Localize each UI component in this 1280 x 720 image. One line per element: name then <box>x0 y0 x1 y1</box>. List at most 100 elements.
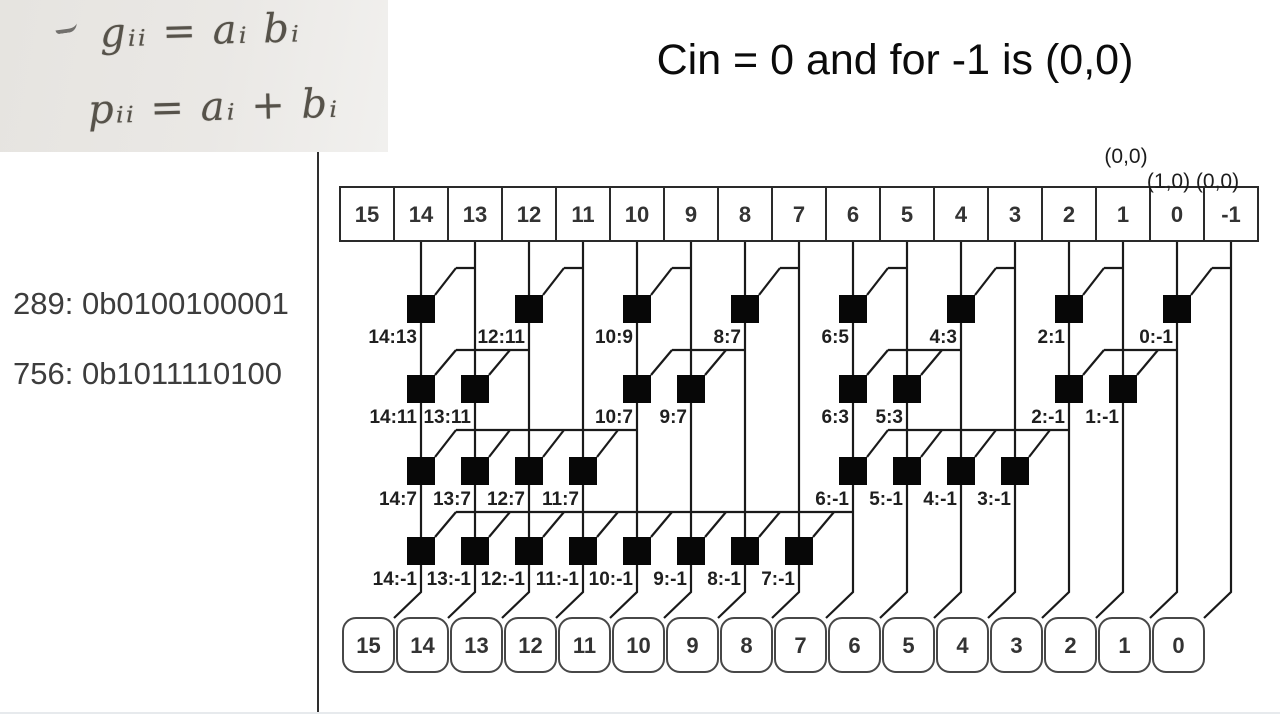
output-box-13 <box>450 617 503 673</box>
prefix-node-12:11 <box>515 295 543 323</box>
tap-diagonal-12:11 <box>542 267 565 296</box>
prefix-node-12:7 <box>515 457 543 485</box>
tap-diagonal-9:7 <box>704 349 727 376</box>
output-box-label-4: 4 <box>956 633 969 658</box>
prefix-node-label-14:-1: 14:-1 <box>373 569 418 590</box>
wire-bit-1 <box>1095 241 1125 619</box>
wire-bit-9 <box>663 241 693 619</box>
wire-bit--1 <box>1203 241 1233 619</box>
vertical-divider <box>317 152 319 712</box>
wire-bit-6 <box>825 241 855 619</box>
output-box-label-3: 3 <box>1010 633 1022 658</box>
tap-diagonal-10:-1 <box>650 511 673 538</box>
top-box-6 <box>825 186 881 242</box>
output-box-6 <box>828 617 881 673</box>
tap-diagonal-1:-1 <box>1136 349 1159 376</box>
prefix-node-13:7 <box>461 457 489 485</box>
prefix-node-9:7 <box>677 375 705 403</box>
prefix-node-2:1 <box>1055 295 1083 323</box>
prefix-node-6:-1 <box>839 457 867 485</box>
top-box-label-4: 4 <box>955 202 968 227</box>
tap-diagonal-6:-1 <box>866 429 889 458</box>
top-box-11 <box>555 186 611 242</box>
prefix-node-label-12:-1: 12:-1 <box>481 569 526 590</box>
output-box-label-6: 6 <box>848 633 860 658</box>
output-box-12 <box>504 617 557 673</box>
top-box-label-12: 12 <box>517 202 541 227</box>
output-box-label-0: 0 <box>1172 633 1184 658</box>
top-box-label-2: 2 <box>1063 202 1075 227</box>
carry-annotation-1: (1,0) (0,0) <box>1147 170 1239 193</box>
output-box-11 <box>558 617 611 673</box>
bottom-hairline <box>0 712 1280 714</box>
prefix-node-label-14:7: 14:7 <box>379 489 417 510</box>
prefix-node-10:7 <box>623 375 651 403</box>
top-box-label-7: 7 <box>793 202 805 227</box>
tap-diagonal-5:-1 <box>920 429 943 458</box>
prefix-node-label-13:11: 13:11 <box>423 407 471 428</box>
prefix-node-label-12:11: 12:11 <box>477 327 525 348</box>
prefix-node-10:-1 <box>623 537 651 565</box>
top-box-label-14: 14 <box>409 202 434 227</box>
binary-value-756: 756: 0b1011110100 <box>13 356 282 391</box>
tap-diagonal-8:7 <box>758 267 781 296</box>
top-box-9 <box>663 186 719 242</box>
output-box-label-5: 5 <box>902 633 914 658</box>
prefix-node-4:3 <box>947 295 975 323</box>
wire-bit-8 <box>717 241 747 619</box>
output-box-7 <box>774 617 827 673</box>
prefix-node-label-9:7: 9:7 <box>660 407 687 428</box>
tap-diagonal-12:7 <box>542 429 565 458</box>
output-box-9 <box>666 617 719 673</box>
prefix-node-9:-1 <box>677 537 705 565</box>
wire-bit-2 <box>1041 241 1071 619</box>
prefix-node-5:3 <box>893 375 921 403</box>
tap-diagonal-14:11 <box>434 349 457 376</box>
prefix-node-6:3 <box>839 375 867 403</box>
top-box-label-10: 10 <box>625 202 649 227</box>
top-box-label-1: 1 <box>1117 202 1129 227</box>
tap-diagonal-13:7 <box>488 429 511 458</box>
top-box-label-8: 8 <box>739 202 751 227</box>
wire-bit-11 <box>555 241 585 619</box>
prefix-node-label-2:1: 2:1 <box>1038 327 1066 348</box>
tap-diagonal-13:-1 <box>488 511 511 538</box>
tap-diagonal-2:-1 <box>1082 349 1105 376</box>
wire-bit-0 <box>1149 241 1179 619</box>
prefix-node-label-12:7: 12:7 <box>487 489 525 510</box>
prefix-node-label-14:11: 14:11 <box>369 407 417 428</box>
prefix-node-5:-1 <box>893 457 921 485</box>
top-box-8 <box>717 186 773 242</box>
prefix-node-0:-1 <box>1163 295 1191 323</box>
tap-diagonal-12:-1 <box>542 511 565 538</box>
prefix-node-label-3:-1: 3:-1 <box>977 489 1011 510</box>
top-box-label-6: 6 <box>847 202 859 227</box>
prefix-node-label-0:-1: 0:-1 <box>1139 327 1173 348</box>
tap-diagonal-2:1 <box>1082 267 1105 296</box>
tap-diagonal-3:-1 <box>1028 429 1051 458</box>
prefix-node-label-7:-1: 7:-1 <box>761 569 795 590</box>
prefix-node-label-13:7: 13:7 <box>433 489 471 510</box>
output-box-label-7: 7 <box>794 633 806 658</box>
prefix-node-label-5:3: 5:3 <box>876 407 903 428</box>
prefix-node-7:-1 <box>785 537 813 565</box>
tap-diagonal-9:-1 <box>704 511 727 538</box>
prefix-node-label-11:7: 11:7 <box>542 489 579 510</box>
prefix-node-label-10:7: 10:7 <box>595 407 633 428</box>
top-box-4 <box>933 186 989 242</box>
prefix-node-13:11 <box>461 375 489 403</box>
prefix-node-8:7 <box>731 295 759 323</box>
prefix-node-label-4:3: 4:3 <box>930 327 957 348</box>
output-box-14 <box>396 617 449 673</box>
tap-diagonal-14:-1 <box>434 511 457 538</box>
prefix-node-label-10:9: 10:9 <box>595 327 633 348</box>
prefix-node-label-5:-1: 5:-1 <box>869 489 903 510</box>
tap-diagonal-11:-1 <box>596 511 619 538</box>
prefix-node-11:7 <box>569 457 597 485</box>
top-box-label-3: 3 <box>1009 202 1021 227</box>
prefix-node-label-4:-1: 4:-1 <box>923 489 957 510</box>
output-box-label-12: 12 <box>518 633 542 658</box>
tap-diagonal-13:11 <box>488 349 511 376</box>
